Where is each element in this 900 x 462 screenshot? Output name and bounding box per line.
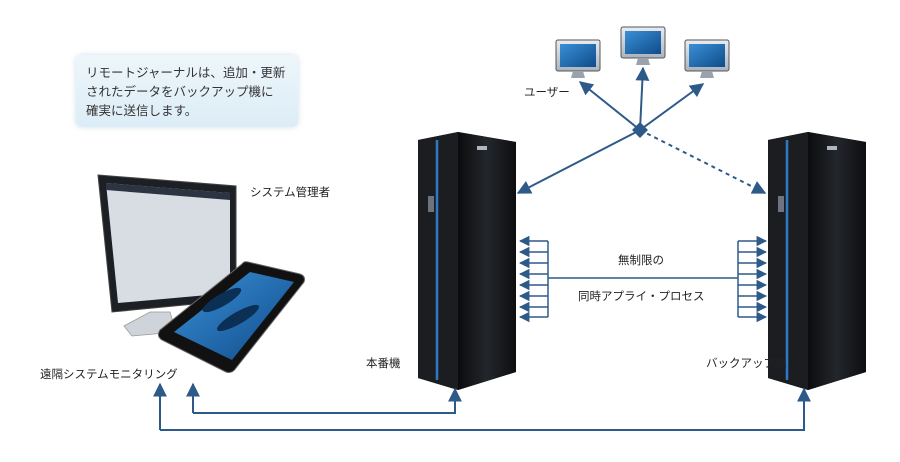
callout-line-3: 確実に送信します。	[86, 103, 198, 118]
network-arrows	[516, 66, 767, 194]
user-monitor-icon	[620, 26, 666, 65]
primary-server-icon	[418, 132, 516, 390]
concurrent-apply-label: 同時アプライ・プロセス	[578, 289, 705, 303]
network-hub-icon	[632, 122, 648, 138]
admin-label: システム管理者	[250, 185, 331, 199]
user-monitor-icon	[555, 39, 601, 78]
unlimited-label: 無制限の	[618, 253, 664, 267]
monitoring-arrows	[153, 382, 811, 431]
callout-text: リモートジャーナルは、追加・更新 されたデータをバックアップ機に 確実に送信しま…	[86, 63, 285, 120]
primary-server-label: 本番機	[366, 356, 401, 370]
smartphone-icon	[157, 261, 305, 373]
backup-server-icon	[768, 132, 866, 390]
user-monitor-icon	[684, 39, 730, 78]
info-callout: リモートジャーナルは、追加・更新 されたデータをバックアップ機に 確実に送信しま…	[76, 55, 298, 127]
callout-line-1: リモートジャーナルは、追加・更新	[86, 65, 286, 80]
apply-process-arrows	[518, 235, 768, 323]
users-label: ユーザー	[524, 85, 570, 99]
admin-monitor-icon	[97, 174, 237, 337]
remote-monitoring-label: 遠隔システムモニタリング	[40, 367, 178, 381]
callout-line-2: されたデータをバックアップ機に	[86, 84, 274, 99]
backup-server-label: バックアップ機	[706, 356, 787, 370]
